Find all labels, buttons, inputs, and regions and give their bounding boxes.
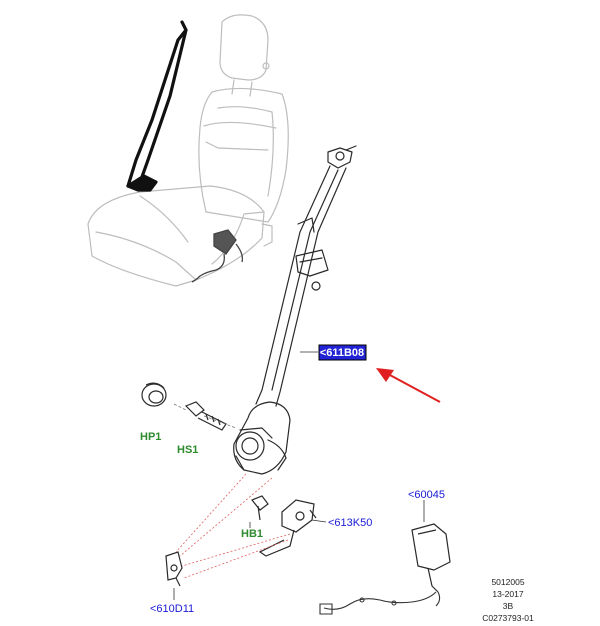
leader-line-hs1	[173, 403, 237, 429]
red-pointer-arrow	[376, 368, 441, 403]
callout-hb1[interactable]: HB1	[241, 528, 263, 540]
seat-belt-on-seat	[126, 20, 188, 192]
info-line-2: 13-2017	[492, 589, 523, 599]
part-60045-buckle	[411, 523, 451, 593]
part-hs1-bolt	[184, 401, 227, 431]
callout-hs1[interactable]: HS1	[177, 444, 198, 456]
info-line-3: 3B	[503, 601, 514, 611]
part-hp1-cap	[141, 382, 167, 407]
callout-610d11[interactable]: <610D11	[150, 603, 194, 615]
callout-611b08-label: <611B08	[320, 347, 364, 359]
callout-613k50[interactable]: <613K50	[328, 517, 372, 529]
projection-lines	[175, 473, 291, 579]
leader-lines	[173, 351, 425, 600]
part-613k50-bracket	[258, 499, 317, 557]
seat-belt-retractor-assembly	[233, 145, 357, 475]
drawing-info-block: 5012005 13-2017 3B C0273793-01	[482, 577, 534, 623]
callout-611b08-highlight	[318, 344, 367, 361]
seat-anchor-harness	[191, 229, 244, 283]
info-line-4: C0273793-01	[482, 613, 534, 623]
buckle-harness	[319, 591, 441, 615]
seat-illustration	[87, 14, 289, 287]
part-610d11-bracket	[165, 551, 183, 587]
info-line-1: 5012005	[491, 577, 524, 587]
callout-611b08[interactable]: <611B08	[318, 344, 367, 361]
callout-60045[interactable]: <60045	[408, 489, 445, 501]
callout-hp1[interactable]: HP1	[140, 431, 161, 443]
part-hb1-bolt	[251, 495, 269, 521]
